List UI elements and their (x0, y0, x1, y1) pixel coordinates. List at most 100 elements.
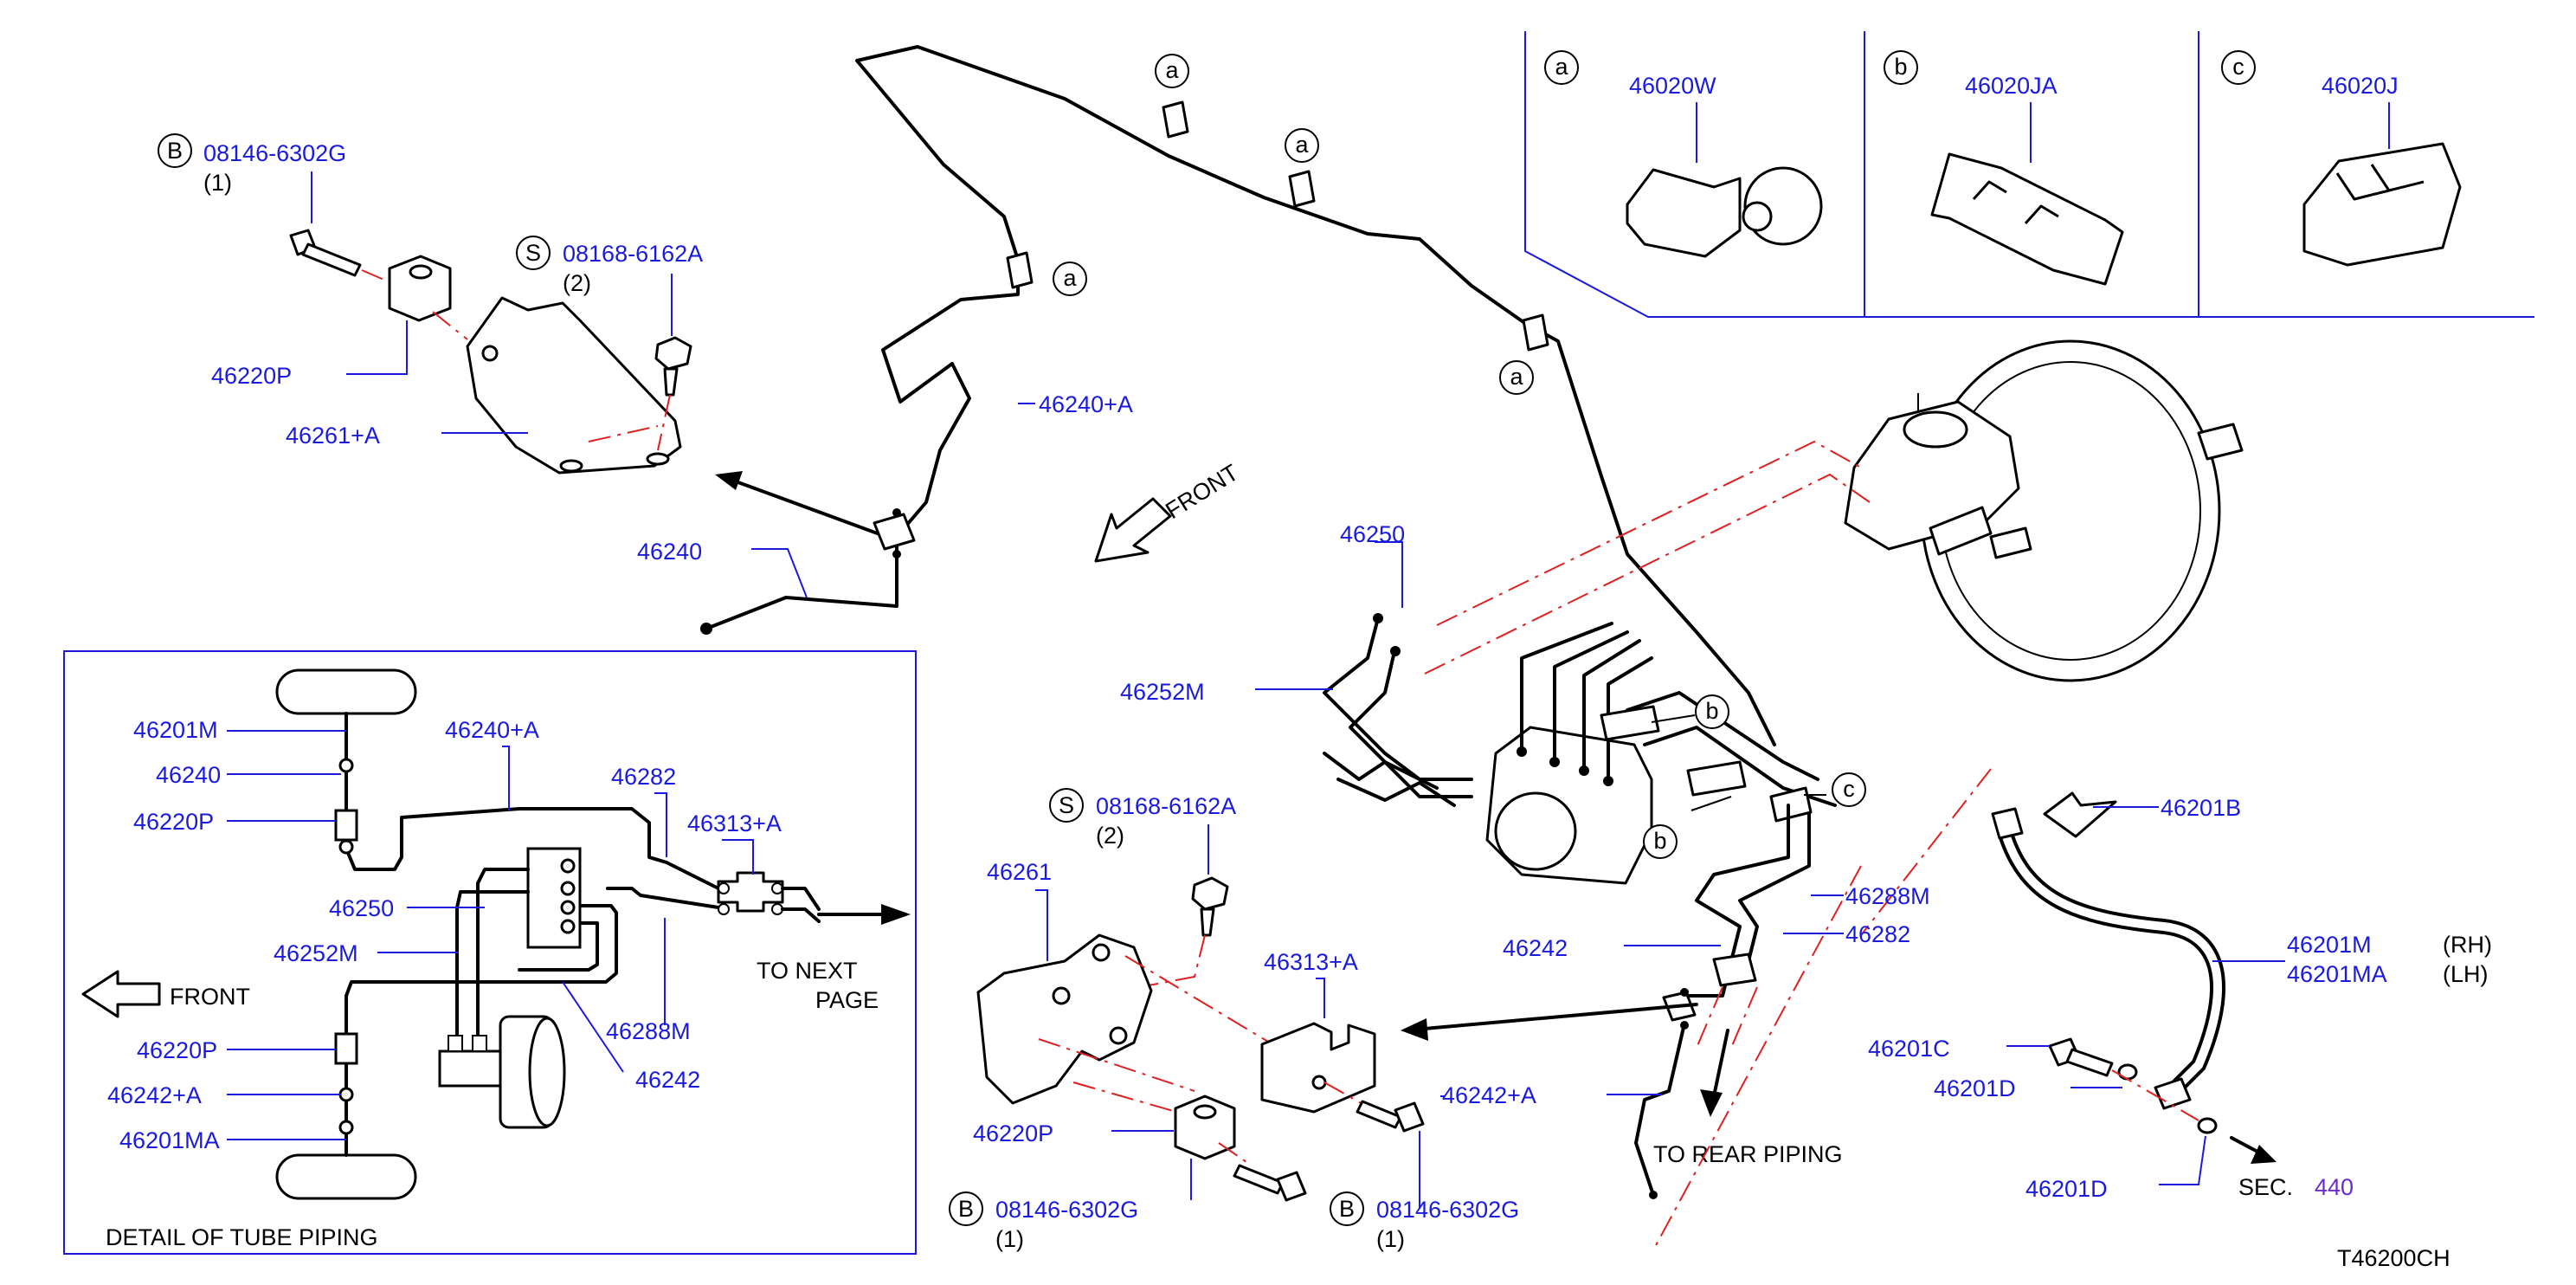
callout-circle-S (1049, 788, 1084, 823)
part-label-08146-6302G[interactable]: 08146-6302G (995, 1197, 1138, 1223)
connector-46220P-icon (334, 1032, 358, 1065)
circle-letter: B (167, 138, 183, 164)
dashed-leader (2111, 1069, 2199, 1121)
part-label-46242-A[interactable]: 46242+A (1442, 1082, 1536, 1108)
clip-flag (1162, 100, 1189, 139)
dashed-leader (1323, 1082, 1365, 1106)
arrow-head-icon (715, 471, 743, 490)
quantity-label: (2) (563, 270, 591, 296)
quantity-label: (1) (995, 1226, 1024, 1252)
callout-circle-a (1285, 128, 1319, 163)
detail-tube-path (455, 890, 504, 1053)
circle-letter: S (525, 240, 541, 266)
part-label-46240-A[interactable]: 46240+A (445, 717, 539, 743)
tube-end-icon (700, 623, 712, 635)
hose-clip-46201B-icon (2043, 791, 2117, 838)
actuator-motor-icon (1494, 791, 1577, 871)
part-label-08146-6302G[interactable]: 08146-6302G (1376, 1197, 1519, 1223)
tube-path (1520, 622, 1613, 753)
part-label-46201C[interactable]: 46201C (1868, 1036, 1950, 1062)
part-label-46020J[interactable]: 46020J (2322, 73, 2399, 99)
part-label-46313-A[interactable]: 46313+A (687, 810, 782, 836)
part-label-46252M[interactable]: 46252M (1120, 679, 1205, 705)
dashed-leader (1730, 986, 1758, 1049)
dashed-leader (657, 394, 671, 451)
callout-circle-b (1884, 50, 1918, 85)
part-label-46220P[interactable]: 46220P (137, 1037, 217, 1063)
tube-path (1634, 1022, 1686, 1197)
part-label-46201D[interactable]: 46201D (2025, 1176, 2108, 1202)
leader-line (751, 548, 808, 598)
dashed-leader (588, 425, 659, 442)
clip-flag (1600, 705, 1660, 741)
tube-path (1738, 812, 1811, 963)
part-label-08146-6302G[interactable]: 08146-6302G (203, 140, 346, 166)
circle-letter: a (1165, 57, 1179, 83)
part-label-46250[interactable]: 46250 (1340, 521, 1405, 547)
front-label: FRONT (170, 984, 250, 1010)
detail-tube-piping-inset: DETAIL OF TUBE PIPING (63, 650, 917, 1255)
dashed-leader (1124, 955, 1273, 1045)
screw-icon (654, 336, 692, 397)
part-label-46282[interactable]: 46282 (611, 764, 676, 790)
callout-circle-a (1499, 360, 1534, 395)
part-label-46201MA[interactable]: 46201MA (119, 1127, 220, 1153)
part-label-08168-6162A[interactable]: 08168-6162A (1096, 793, 1236, 819)
part-label-46020JA[interactable]: 46020JA (1965, 73, 2058, 99)
dashed-leader (1072, 1082, 1195, 1118)
dashed-leader (1038, 1038, 1195, 1092)
dashed-leader (1424, 473, 1871, 675)
part-label-46242-A[interactable]: 46242+A (107, 1082, 202, 1108)
part-label-46020W[interactable]: 46020W (1629, 73, 1716, 99)
arrow-line (2230, 1136, 2259, 1153)
part-label-46201B[interactable]: 46201B (2161, 795, 2241, 821)
circle-letter: a (1555, 54, 1568, 80)
tube-path (1582, 639, 1641, 771)
circle-letter: B (1339, 1196, 1355, 1222)
part-label-46288M[interactable]: 46288M (1845, 883, 1930, 909)
part-label-46201MA[interactable]: 46201MA (2287, 961, 2387, 987)
part-label-46220P[interactable]: 46220P (133, 809, 214, 835)
to-next-page-label: TO NEXT (757, 958, 858, 984)
part-label-46201M[interactable]: 46201M (2287, 932, 2372, 958)
circle-letter: a (1510, 364, 1523, 390)
part-label-46220P[interactable]: 46220P (973, 1120, 1053, 1146)
tube-path (1684, 804, 1790, 998)
panel-border (1524, 31, 2534, 318)
part-label-46261-A[interactable]: 46261+A (286, 423, 380, 449)
part-label-46240-A[interactable]: 46240+A (1039, 391, 1133, 417)
leader-line (346, 320, 408, 375)
detail-tube-path (518, 921, 599, 972)
part-label-46313-A[interactable]: 46313+A (1264, 949, 1358, 975)
abs-actuator-group: b b c 46250 46252M (1120, 521, 1866, 885)
leader-line (1316, 978, 1325, 1018)
section-ref-number[interactable]: 440 (2315, 1174, 2354, 1200)
part-label-08168-6162A[interactable]: 08168-6162A (563, 241, 703, 267)
reservoir-cap-icon (1903, 410, 1968, 449)
part-label-46242[interactable]: 46242 (1503, 935, 1568, 961)
part-label-46201M[interactable]: 46201M (133, 717, 218, 743)
dashed-leader (1218, 1142, 1247, 1163)
leader-line (2159, 1135, 2206, 1185)
rear-tire-icon (275, 1153, 417, 1200)
part-label-46242[interactable]: 46242 (635, 1067, 700, 1093)
front-direction-indicator: FRONT (1094, 459, 1243, 563)
arrow-line (1712, 1029, 1729, 1098)
leader-line (1035, 889, 1048, 961)
detail-tube-path (345, 904, 618, 1157)
part-label-46250[interactable]: 46250 (329, 895, 394, 921)
part-label-46282[interactable]: 46282 (1845, 921, 1910, 947)
part-label-46220P[interactable]: 46220P (211, 363, 292, 389)
part-label-46261[interactable]: 46261 (987, 859, 1052, 885)
union-bolt-icon (2048, 1037, 2114, 1077)
leader-line (562, 981, 624, 1073)
part-label-46288M[interactable]: 46288M (606, 1018, 691, 1044)
detail-master-cylinder-icon (438, 1049, 502, 1088)
clip-46020J-icon (2302, 142, 2462, 267)
tube-path (1323, 752, 1439, 790)
part-label-46240[interactable]: 46240 (156, 762, 221, 788)
part-label-46201D[interactable]: 46201D (1934, 1075, 2016, 1101)
part-label-46252M[interactable]: 46252M (274, 940, 358, 966)
part-label-46240[interactable]: 46240 (637, 539, 702, 565)
